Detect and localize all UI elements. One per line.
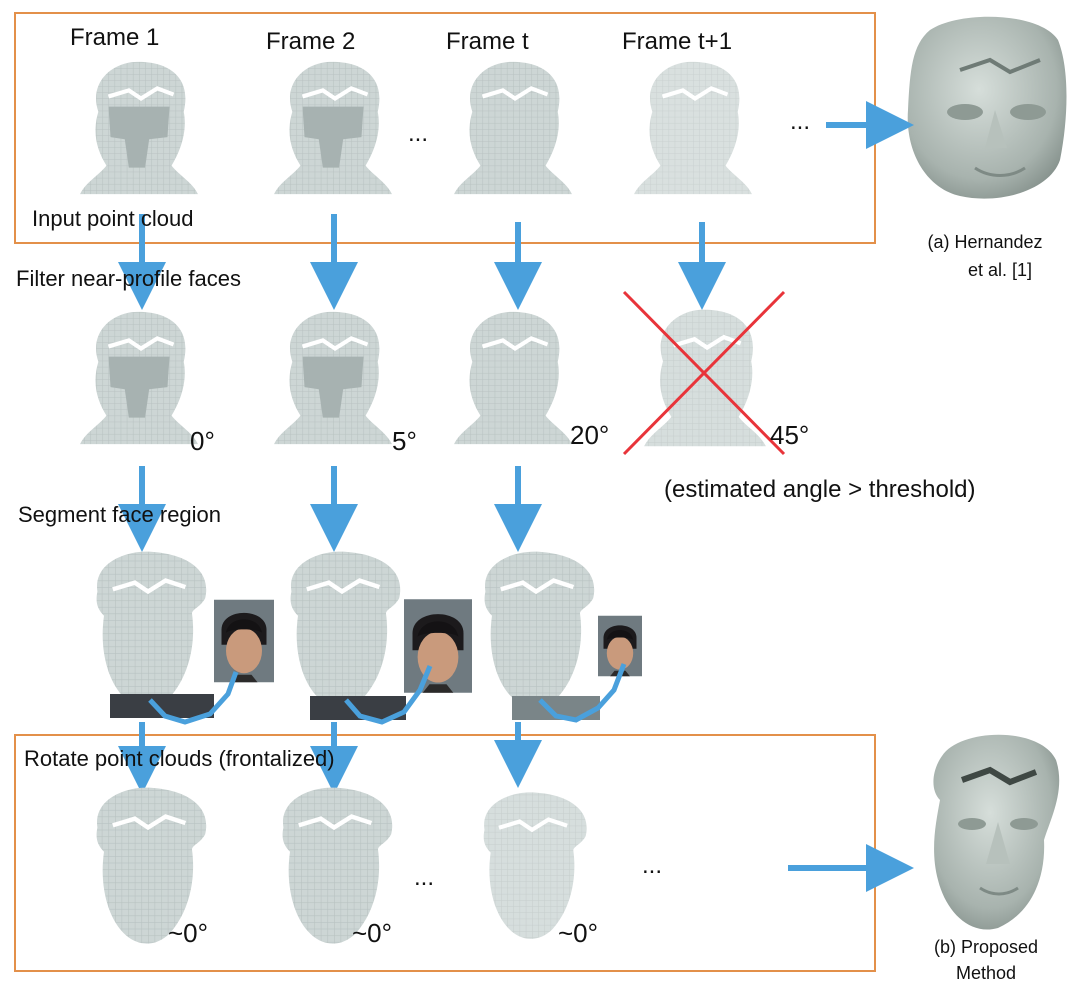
rotated-angle-framet: ~0° xyxy=(558,918,599,948)
frame-title-2: Frame 2 xyxy=(266,28,356,55)
result-a-line2: et al. [1] xyxy=(967,260,1033,280)
ellipsis-row4-a: ... xyxy=(414,864,435,891)
frame1-jawline xyxy=(148,671,239,725)
framet-frontalized-cloud xyxy=(484,792,587,938)
frame1-segmented-face xyxy=(97,552,207,708)
framet1-point-cloud xyxy=(634,62,752,194)
angle-framet1: 45° xyxy=(770,420,810,450)
ellipsis-row4-b: ... xyxy=(642,852,663,879)
ellipsis-row1-b: ... xyxy=(790,108,811,135)
proposed-result-mesh xyxy=(933,734,1060,930)
frame2-point-cloud xyxy=(274,62,392,194)
result-b-caption: (b) Proposed Method xyxy=(906,934,1066,986)
result-a-caption: (a) Hernandez et al. [1] xyxy=(900,228,1070,284)
result-a-line1: (a) Hernandez xyxy=(927,232,1043,252)
frame2-segmented-face xyxy=(291,552,401,708)
frame-title-1: Frame 1 xyxy=(70,24,160,51)
rotated-angle-frame1: ~0° xyxy=(168,918,209,948)
hernandez-result-mesh xyxy=(907,16,1067,199)
result-b-line1: (b) Proposed xyxy=(933,937,1039,957)
step-input-label: Input point cloud xyxy=(32,206,194,231)
rejection-note: (estimated angle > threshold) xyxy=(664,476,976,503)
result-b-line2: Method xyxy=(955,963,1017,983)
framet-jawline xyxy=(538,663,627,723)
step-segment-label: Segment face region xyxy=(18,502,222,527)
frame2-jawline xyxy=(344,665,433,725)
rotated-angle-frame2: ~0° xyxy=(352,918,393,948)
rejection-cross xyxy=(622,290,786,456)
ellipsis-row1-a: ... xyxy=(408,120,429,147)
frame-title-t1: Frame t+1 xyxy=(622,28,733,55)
framet-point-cloud xyxy=(454,62,572,194)
framet-segmented-face xyxy=(485,552,595,708)
frame1-photo xyxy=(214,599,274,683)
angle-frame2: 5° xyxy=(392,426,417,456)
angle-framet: 20° xyxy=(570,420,610,450)
step-rotate-label: Rotate point clouds (frontalized) xyxy=(24,746,335,771)
frame1-point-cloud xyxy=(80,62,198,194)
step-filter-label: Filter near-profile faces xyxy=(16,266,241,291)
frame2-filtered-cloud xyxy=(274,312,392,444)
framet-photo xyxy=(598,615,642,677)
angle-frame1: 0° xyxy=(190,426,215,456)
frame-title-t: Frame t xyxy=(446,28,529,55)
frame2-photo xyxy=(404,599,472,693)
framet-filtered-cloud xyxy=(454,312,572,444)
frame1-filtered-cloud xyxy=(80,312,198,444)
